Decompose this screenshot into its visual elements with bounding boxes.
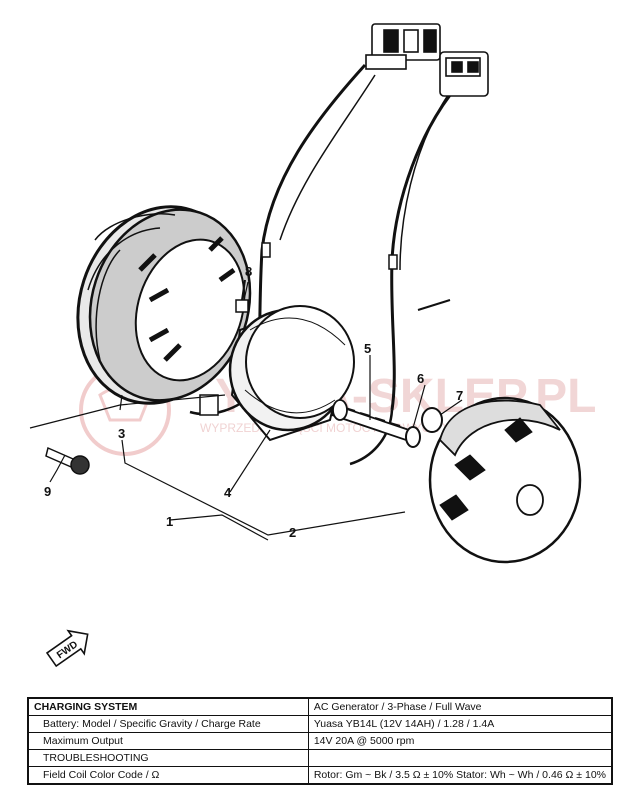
spec-value: [307, 749, 613, 767]
spec-header-label: CHARGING SYSTEM: [27, 697, 309, 716]
callout-8: 8: [245, 264, 252, 279]
table-header-row: CHARGING SYSTEM AC Generator / 3-Phase /…: [27, 697, 613, 716]
callout-5: 5: [364, 341, 371, 356]
leader-lines: [29, 281, 463, 541]
spec-label: Field Coil Color Code / Ω: [27, 766, 309, 785]
callout-3: 3: [118, 426, 125, 441]
generator-cover: [428, 396, 582, 564]
table-row: TROUBLESHOOTING: [27, 749, 613, 767]
spec-label: Maximum Output: [27, 732, 309, 750]
callout-1: 1: [166, 514, 173, 529]
connector-2pin: [439, 51, 489, 97]
spec-label: TROUBLESHOOTING: [27, 749, 309, 767]
callout-2: 2: [289, 525, 296, 540]
spec-value: 14V 20A @ 5000 rpm: [307, 732, 613, 750]
charging-system-spec-table: CHARGING SYSTEM AC Generator / 3-Phase /…: [27, 697, 613, 785]
spring-washer: [405, 426, 421, 448]
spec-label: Battery: Model / Specific Gravity / Char…: [27, 715, 309, 733]
bolt-9: [45, 446, 90, 475]
rotor: [228, 305, 355, 442]
table-row: Maximum Output 14V 20A @ 5000 rpm: [27, 732, 613, 750]
callout-6: 6: [417, 371, 424, 386]
callout-9: 9: [44, 484, 51, 499]
callout-7: 7: [456, 388, 463, 403]
spec-value: Yuasa YB14L (12V 14AH) / 1.28 / 1.4A: [307, 715, 613, 733]
callout-4: 4: [224, 485, 232, 500]
screw-8: [235, 279, 249, 313]
spec-header-value: AC Generator / 3-Phase / Full Wave: [307, 697, 613, 716]
spec-value: Rotor: Gm ~ Bk / 3.5 Ω ± 10% Stator: Wh …: [307, 766, 613, 785]
fwd-arrow-icon: FWD: [45, 629, 89, 668]
stator: [76, 205, 252, 416]
table-row: Field Coil Color Code / Ω Rotor: Gm ~ Bk…: [27, 766, 613, 785]
exploded-generator-diagram: YAMA-SKLEP.PL WYPRZEDAŻ CZĘŚCI MOTOCYKLO…: [29, 23, 596, 668]
flat-washer: [421, 407, 443, 433]
table-row: Battery: Model / Specific Gravity / Char…: [27, 715, 613, 733]
connector-3pin: [365, 23, 441, 70]
